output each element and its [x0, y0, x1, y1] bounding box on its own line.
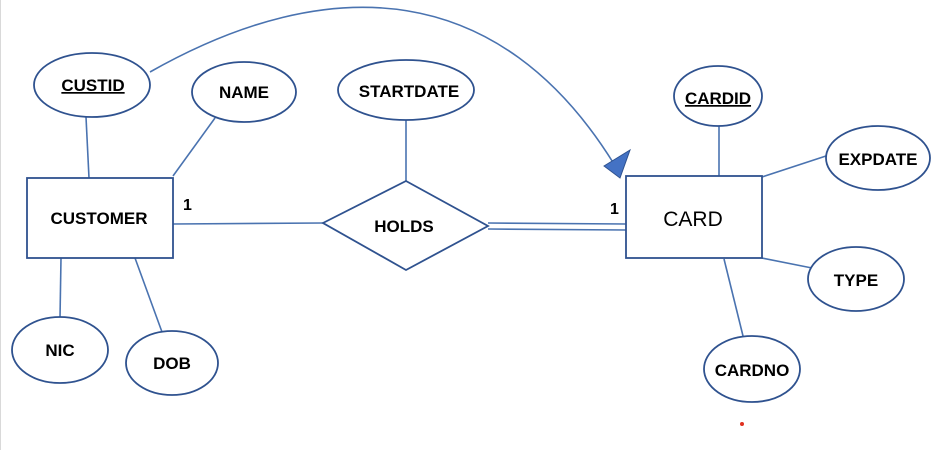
attribute-custid-ellipse — [33, 52, 151, 118]
relationship-holds: HOLDS — [321, 179, 490, 272]
arrow-head-icon — [603, 148, 631, 179]
entity-card: CARD — [625, 175, 763, 259]
attribute-custid: CUSTID — [33, 52, 151, 118]
attribute-startdate-label: STARTDATE — [359, 82, 459, 101]
attribute-nic-label: NIC — [45, 341, 74, 360]
cardinality-customer-side: 1 — [183, 197, 192, 214]
cardinality-card-side: 1 — [610, 201, 619, 218]
connectors — [59, 6, 830, 341]
holds-card-line-2 — [487, 228, 627, 231]
relationship-holds-diamond — [321, 179, 490, 272]
entity-customer-label: CUSTOMER — [51, 209, 148, 228]
attribute-type: TYPE — [807, 246, 905, 312]
entity-card-box — [625, 175, 763, 259]
customer-holds-line — [172, 222, 324, 225]
attribute-nic: NIC — [11, 316, 109, 384]
attribute-cardid: CARDID — [673, 65, 763, 127]
attribute-expdate: EXPDATE — [825, 125, 931, 191]
cardno-card-line — [723, 258, 745, 341]
attribute-cardno-label: CARDNO — [715, 361, 790, 380]
attribute-custid-label: CUSTID — [61, 76, 124, 95]
attribute-nic-ellipse — [11, 316, 109, 384]
name-customer-line — [172, 117, 216, 177]
relationship-holds-label: HOLDS — [374, 217, 434, 236]
attribute-startdate-ellipse — [337, 59, 475, 121]
attribute-name-ellipse — [191, 61, 297, 123]
entity-card-label: CARD — [663, 208, 723, 231]
expdate-card-line — [761, 154, 830, 178]
attribute-type-label: TYPE — [834, 271, 878, 290]
entity-customer-box — [26, 177, 174, 259]
attribute-cardno-ellipse — [703, 335, 801, 403]
holds-card-line-1 — [487, 222, 627, 225]
attribute-dob: DOB — [125, 330, 219, 396]
custid-customer-line — [85, 116, 90, 179]
attribute-cardno: CARDNO — [703, 335, 801, 403]
attribute-type-ellipse — [807, 246, 905, 312]
dob-customer-line — [134, 257, 163, 333]
attribute-dob-ellipse — [125, 330, 219, 396]
attribute-name-label: NAME — [219, 83, 269, 102]
attribute-cardid-ellipse — [673, 65, 763, 127]
nic-customer-line — [59, 257, 62, 319]
custid-card-curved-arrow — [149, 6, 615, 165]
type-card-line — [761, 257, 813, 269]
attribute-expdate-ellipse — [825, 125, 931, 191]
red-dot-mark — [740, 422, 744, 426]
attribute-expdate-label: EXPDATE — [838, 150, 917, 169]
attribute-dob-label: DOB — [153, 354, 191, 373]
entity-customer: CUSTOMER — [26, 177, 174, 259]
attribute-name: NAME — [191, 61, 297, 123]
attribute-cardid-label: CARDID — [685, 89, 751, 108]
attribute-startdate: STARTDATE — [337, 59, 475, 121]
